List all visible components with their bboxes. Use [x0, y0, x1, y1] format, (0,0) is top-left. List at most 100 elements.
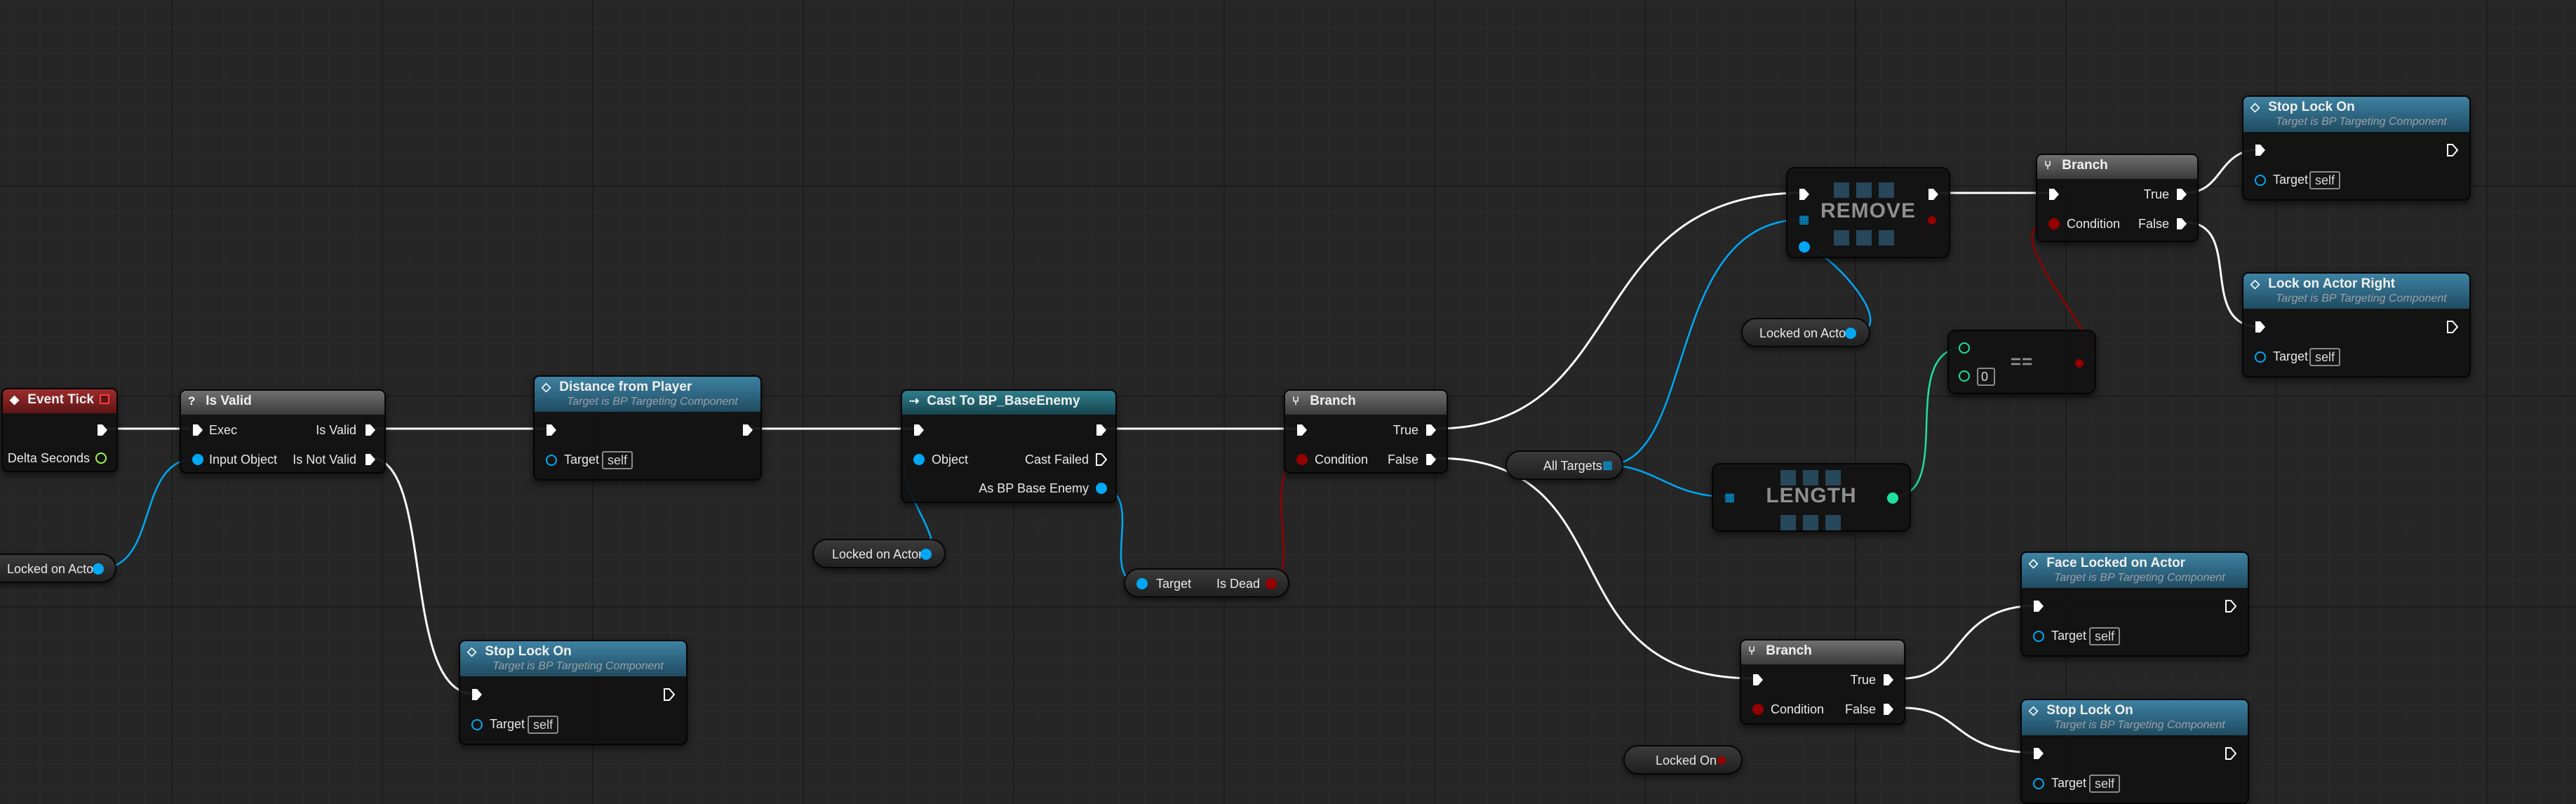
- locked-on-actor-variable[interactable]: Locked on Actor: [0, 554, 116, 583]
- self-value[interactable]: self: [602, 451, 633, 469]
- exec-in-pin[interactable]: [2033, 747, 2044, 760]
- is-valid-exec-pin[interactable]: [365, 424, 376, 436]
- target-pin[interactable]: [2255, 175, 2266, 186]
- event-tick-node[interactable]: ◆ Event Tick Delta Seconds: [1, 388, 118, 472]
- face-locked-header: ◇ Face Locked on Actor Target is BP Targ…: [2022, 553, 2248, 588]
- branch-node[interactable]: ⑂ Branch True Condition False: [1284, 389, 1448, 474]
- exec-in-pin[interactable]: [2255, 321, 2266, 333]
- exec-in-pin[interactable]: [1799, 188, 1810, 201]
- node-subtitle: Target is BP Targeting Component: [2054, 719, 2225, 731]
- cast-to-bp-baseenemy-node[interactable]: ⇢ Cast To BP_BaseEnemy Object Cast Faile…: [901, 389, 1117, 503]
- is-dead-getter[interactable]: Target Is Dead: [1124, 568, 1289, 598]
- true-exec-pin[interactable]: [2176, 188, 2187, 201]
- item-pin[interactable]: [1799, 241, 1810, 253]
- exec-in-pin[interactable]: [546, 424, 557, 436]
- false-exec-pin[interactable]: [1425, 453, 1437, 466]
- exec-in-pin[interactable]: [1296, 424, 1308, 436]
- false-exec-pin[interactable]: [2176, 217, 2187, 230]
- is-dead-pin[interactable]: [1266, 578, 1277, 589]
- lock-on-actor-right-node[interactable]: ◇ Lock on Actor Right Target is BP Targe…: [2242, 272, 2471, 377]
- self-value[interactable]: self: [2309, 171, 2341, 189]
- node-subtitle: Target is BP Targeting Component: [567, 396, 738, 408]
- branch-node[interactable]: ⑂ Branch True Condition False: [1740, 639, 1905, 725]
- exec-in-pin[interactable]: [471, 688, 483, 701]
- delta-seconds-pin[interactable]: [95, 453, 107, 464]
- node-title: Cast To BP_BaseEnemy: [927, 394, 1080, 408]
- branch-header: ⑂ Branch: [1285, 391, 1447, 415]
- exec-out-pin[interactable]: [664, 688, 675, 701]
- length-int-pin[interactable]: [1887, 493, 1898, 504]
- object-out-pin[interactable]: [920, 549, 932, 560]
- branch-node[interactable]: ⑂ Branch True Condition False: [2036, 154, 2199, 242]
- target-array-pin[interactable]: ▦: [1799, 214, 1810, 226]
- stop-lock-on-header: ◇ Stop Lock On Target is BP Targeting Co…: [2243, 97, 2469, 132]
- target-pin[interactable]: [2255, 351, 2266, 363]
- a-int-pin[interactable]: [1959, 342, 1970, 354]
- branch-icon: ⑂: [2044, 159, 2052, 172]
- exec-out-pin[interactable]: [1096, 424, 1107, 436]
- stop-lock-on-node[interactable]: ◇ Stop Lock On Target is BP Targeting Co…: [459, 640, 687, 745]
- object-out-pin[interactable]: [1845, 328, 1856, 339]
- self-value[interactable]: self: [2089, 627, 2121, 645]
- exec-out-pin[interactable]: [2225, 747, 2236, 760]
- true-exec-pin[interactable]: [1425, 424, 1437, 436]
- locked-on-variable[interactable]: Locked On: [1623, 745, 1743, 775]
- exec-in-pin[interactable]: [2048, 188, 2060, 201]
- exec-in-pin[interactable]: [2033, 600, 2044, 612]
- as-bp-base-enemy-label: As BP Base Enemy: [979, 481, 1089, 495]
- exec-out-pin[interactable]: [97, 424, 108, 436]
- condition-pin[interactable]: [1296, 454, 1308, 465]
- function-diamond-icon: ◇: [2250, 277, 2260, 290]
- condition-pin[interactable]: [2048, 218, 2060, 229]
- object-out-pin[interactable]: [93, 563, 104, 575]
- return-bool-pin[interactable]: [2075, 359, 2084, 368]
- equal-int-node[interactable]: == 0: [1947, 330, 2096, 394]
- exec-wire: [1435, 192, 1803, 430]
- is-valid-node[interactable]: ? Is Valid Exec Is Valid Input Object Is…: [180, 389, 386, 474]
- array-grid-icon[interactable]: ▦: [1602, 460, 1614, 471]
- self-value[interactable]: self: [528, 716, 559, 734]
- locked-on-actor-variable[interactable]: Locked on Actor: [1741, 318, 1870, 347]
- variable-label: All Targets: [1543, 459, 1602, 473]
- false-exec-pin[interactable]: [1883, 703, 1894, 716]
- exec-out-pin[interactable]: [742, 424, 753, 436]
- condition-pin[interactable]: [1752, 704, 1764, 715]
- return-bool-pin[interactable]: [1928, 216, 1936, 225]
- exec-in-pin[interactable]: [913, 424, 925, 436]
- cast-failed-exec-pin[interactable]: [1096, 453, 1107, 466]
- as-bp-base-enemy-pin[interactable]: [1096, 483, 1107, 494]
- target-pin[interactable]: [546, 455, 557, 466]
- face-locked-on-actor-node[interactable]: ◇ Face Locked on Actor Target is BP Targ…: [2020, 551, 2249, 657]
- self-value[interactable]: self: [2309, 348, 2341, 366]
- target-pin[interactable]: [2033, 778, 2044, 789]
- exec-out-pin[interactable]: [2447, 321, 2458, 333]
- is-not-valid-exec-pin[interactable]: [365, 453, 376, 466]
- target-array-pin[interactable]: ▦: [1724, 492, 1736, 504]
- all-targets-variable[interactable]: All Targets ▦: [1505, 450, 1623, 480]
- self-value[interactable]: self: [2089, 775, 2121, 793]
- exec-in-pin[interactable]: [2255, 144, 2266, 156]
- stop-lock-on-node[interactable]: ◇ Stop Lock On Target is BP Targeting Co…: [2020, 699, 2249, 804]
- exec-out-pin[interactable]: [2225, 600, 2236, 612]
- locked-on-actor-variable[interactable]: Locked on Actor: [812, 539, 946, 568]
- true-exec-pin[interactable]: [1883, 674, 1894, 686]
- delegate-square-icon[interactable]: [100, 394, 109, 404]
- input-object-pin[interactable]: [192, 454, 203, 465]
- b-int-pin[interactable]: [1959, 370, 1970, 382]
- decor-square: [1803, 515, 1818, 530]
- target-pin[interactable]: [1136, 578, 1148, 589]
- bool-out-pin[interactable]: [1717, 756, 1726, 765]
- remove-array-node[interactable]: REMOVE ▦: [1786, 167, 1950, 258]
- exec-in-pin[interactable]: [1752, 674, 1764, 686]
- b-value-input[interactable]: 0: [1977, 368, 1995, 386]
- exec-out-pin[interactable]: [2447, 144, 2458, 156]
- target-pin[interactable]: [471, 719, 483, 730]
- target-pin[interactable]: [2033, 631, 2044, 642]
- object-pin[interactable]: [913, 454, 925, 465]
- exec-out-pin[interactable]: [1928, 188, 1939, 201]
- length-array-node[interactable]: LENGTH ▦: [1712, 463, 1911, 532]
- distance-from-player-node[interactable]: ◇ Distance from Player Target is BP Targ…: [533, 375, 762, 481]
- exec-in-pin[interactable]: [192, 424, 203, 436]
- stop-lock-on-node[interactable]: ◇ Stop Lock On Target is BP Targeting Co…: [2242, 95, 2471, 201]
